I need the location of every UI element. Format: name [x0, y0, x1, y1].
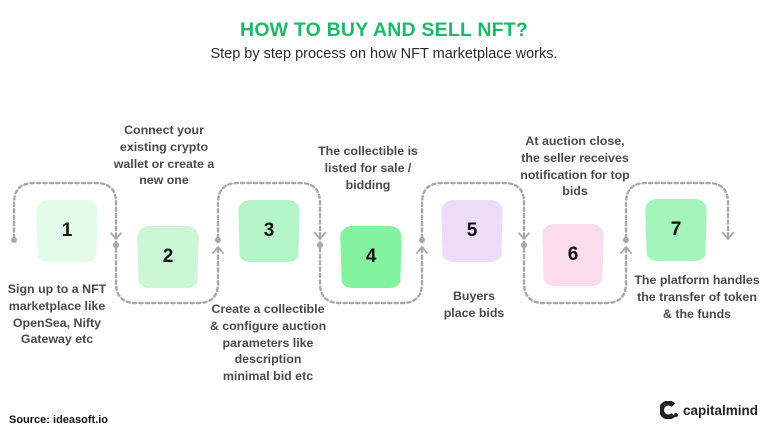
page-subtitle: Step by step process on how NFT marketpl…	[210, 46, 558, 62]
step-7-label: The platform handles the transfer of tok…	[634, 273, 760, 321]
step-1-box: 1	[36, 200, 98, 262]
step-2-label: Connect your existing crypto wallet or c…	[113, 123, 215, 188]
step-1-label: Sign up to a NFT marketplace like OpenSe…	[7, 282, 107, 347]
step-2-number: 2	[162, 246, 174, 267]
step-4-number: 4	[365, 246, 377, 267]
step-7-number: 7	[670, 219, 682, 240]
step-5-number: 5	[466, 220, 478, 241]
step-6-box: 6	[542, 224, 604, 286]
step-1-number: 1	[61, 220, 73, 241]
source-credit: Source: ideasoft.io	[9, 414, 109, 426]
step-2-box: 2	[137, 226, 199, 288]
step-6-number: 6	[567, 244, 579, 265]
step-3-number: 3	[263, 220, 275, 241]
step-3-box: 3	[238, 200, 300, 262]
page-title: HOW TO BUY AND SELL NFT?	[240, 19, 528, 41]
capitalmind-logo-icon	[660, 401, 678, 419]
start-dot	[11, 237, 17, 243]
step-5-box: 5	[441, 200, 503, 262]
brand-logo: capitalmind	[660, 401, 758, 419]
step-4-box: 4	[340, 226, 402, 288]
step-4-label: The collectible is listed for sale / bid…	[318, 144, 418, 192]
brand-name: capitalmind	[683, 402, 759, 418]
step-5-label: Buyers place bids	[443, 289, 505, 320]
step-3-label: Create a collectible & configure auction…	[209, 302, 327, 384]
step-6-label: At auction close, the seller receives no…	[520, 134, 630, 199]
step-7-box: 7	[645, 199, 707, 261]
